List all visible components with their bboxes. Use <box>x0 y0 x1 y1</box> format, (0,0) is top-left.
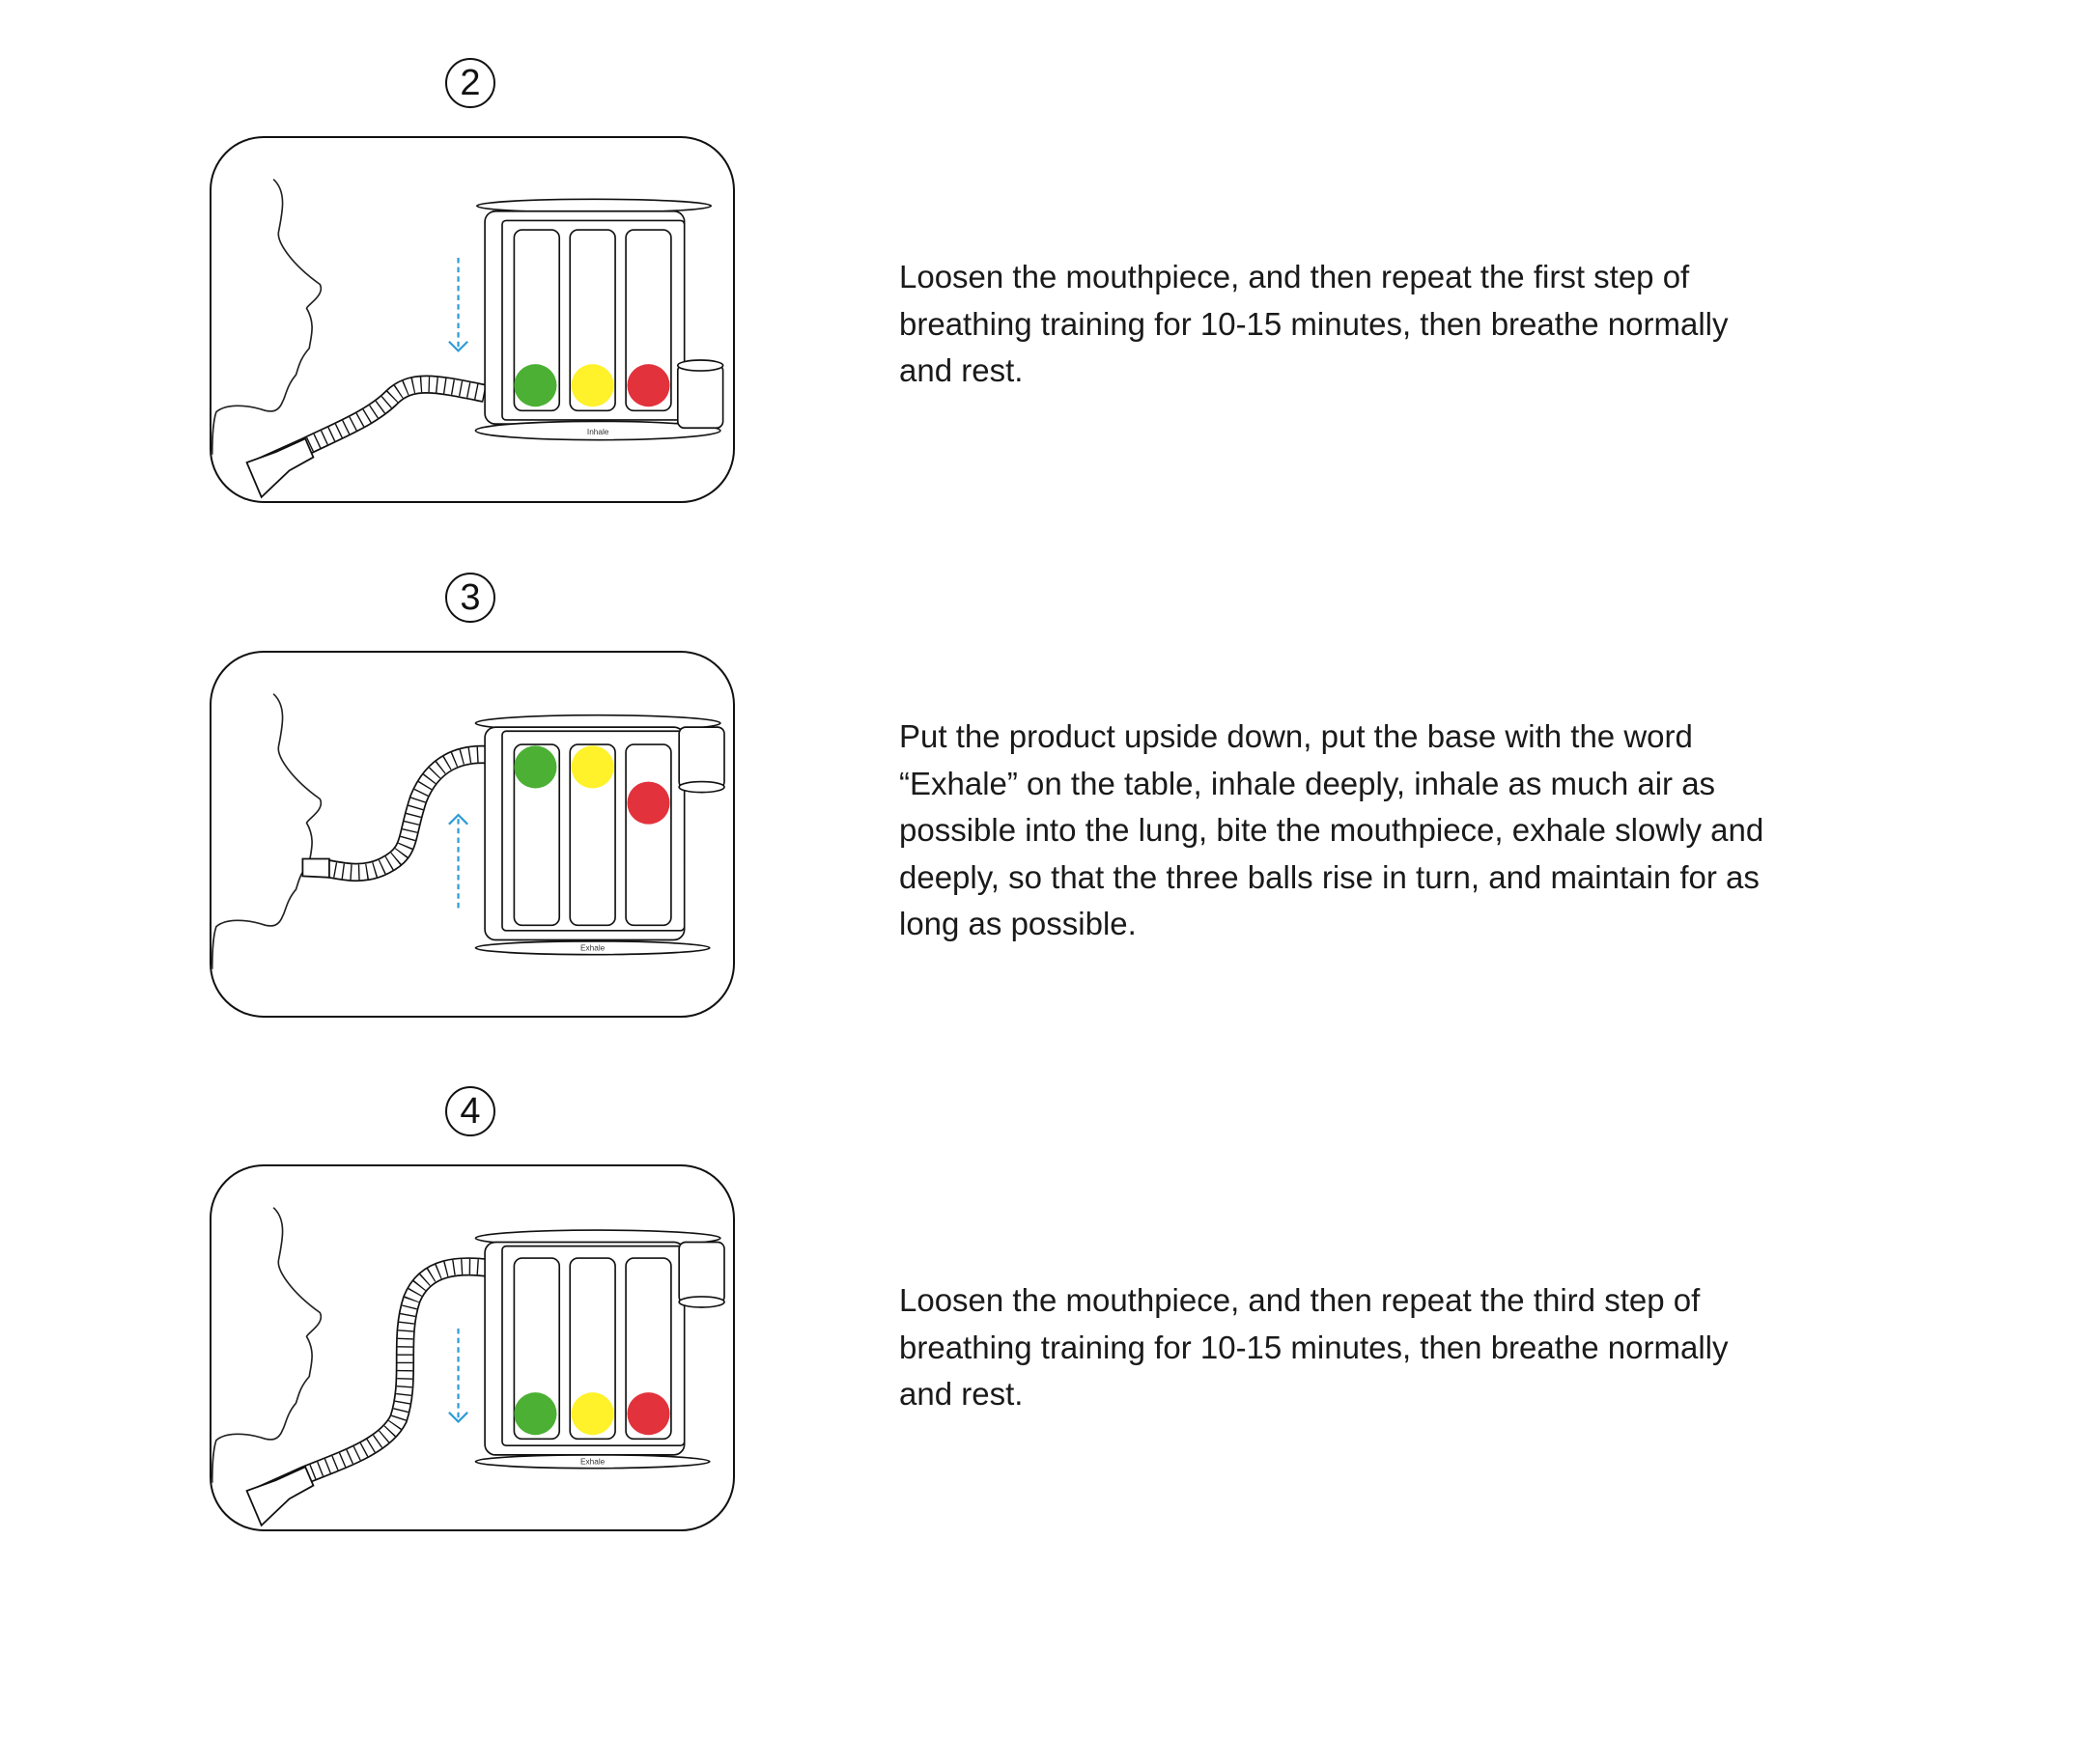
yellow-ball <box>571 364 614 407</box>
illustration-card: Exhale <box>210 1164 735 1531</box>
illustration-card: Inhale <box>210 136 735 503</box>
hose <box>301 744 504 882</box>
description-line: breathing training for 10-15 minutes, th… <box>899 305 1729 342</box>
step-description: Put the product upside down, put the bas… <box>899 714 1763 948</box>
description-line: breathing training for 10-15 minutes, th… <box>899 1329 1729 1365</box>
breathing-trainer-device: Exhale <box>474 714 725 956</box>
mouthpiece <box>245 437 315 499</box>
step-description: Loosen the mouthpiece, and then repeat t… <box>899 1277 1729 1418</box>
description-line: “Exhale” on the table, inhale deeply, in… <box>899 765 1716 801</box>
red-ball <box>627 1392 670 1436</box>
description-line: Put the product upside down, put the bas… <box>899 718 1693 754</box>
step-number: 3 <box>445 573 495 623</box>
inhale-illustration: Inhale <box>211 179 724 499</box>
step-4: 4 <box>0 1028 2086 1543</box>
description-line: and rest. <box>899 352 1024 388</box>
step-2: 2 <box>0 0 2086 515</box>
hose <box>245 1257 504 1527</box>
breathing-trainer-device: Inhale <box>474 198 724 441</box>
breathing-trainer-device: Exhale <box>474 1229 725 1470</box>
exhale-illustration: Exhale <box>211 1207 725 1527</box>
step-description: Loosen the mouthpiece, and then repeat t… <box>899 254 1729 395</box>
exhale-illustration: Exhale <box>211 693 725 969</box>
hose <box>245 375 487 499</box>
step-3: 3 <box>0 515 2086 1029</box>
red-ball <box>627 781 670 825</box>
step-number: 4 <box>445 1086 495 1136</box>
yellow-ball <box>571 1392 614 1436</box>
device-label: Exhale <box>580 1458 606 1467</box>
illustration-card: Exhale <box>210 651 735 1018</box>
red-ball <box>627 364 670 407</box>
description-line: and rest. <box>899 1376 1024 1412</box>
description-line: Loosen the mouthpiece, and then repeat t… <box>899 1282 1701 1318</box>
green-ball <box>514 1392 557 1436</box>
step-number: 2 <box>445 58 495 108</box>
mouthpiece <box>301 857 330 879</box>
face-profile <box>211 1207 323 1483</box>
face-profile <box>211 179 323 455</box>
device-label: Exhale <box>580 944 606 953</box>
device-label: Inhale <box>587 428 609 436</box>
mouthpiece <box>245 1466 315 1527</box>
green-ball <box>514 745 557 789</box>
description-line: long as possible. <box>899 906 1137 941</box>
green-ball <box>514 364 557 407</box>
yellow-ball <box>571 745 614 789</box>
description-line: deeply, so that the three balls rise in … <box>899 858 1760 895</box>
description-line: possible into the lung, bite the mouthpi… <box>899 812 1764 848</box>
face-profile <box>211 693 323 969</box>
description-line: Loosen the mouthpiece, and then repeat t… <box>899 259 1690 294</box>
